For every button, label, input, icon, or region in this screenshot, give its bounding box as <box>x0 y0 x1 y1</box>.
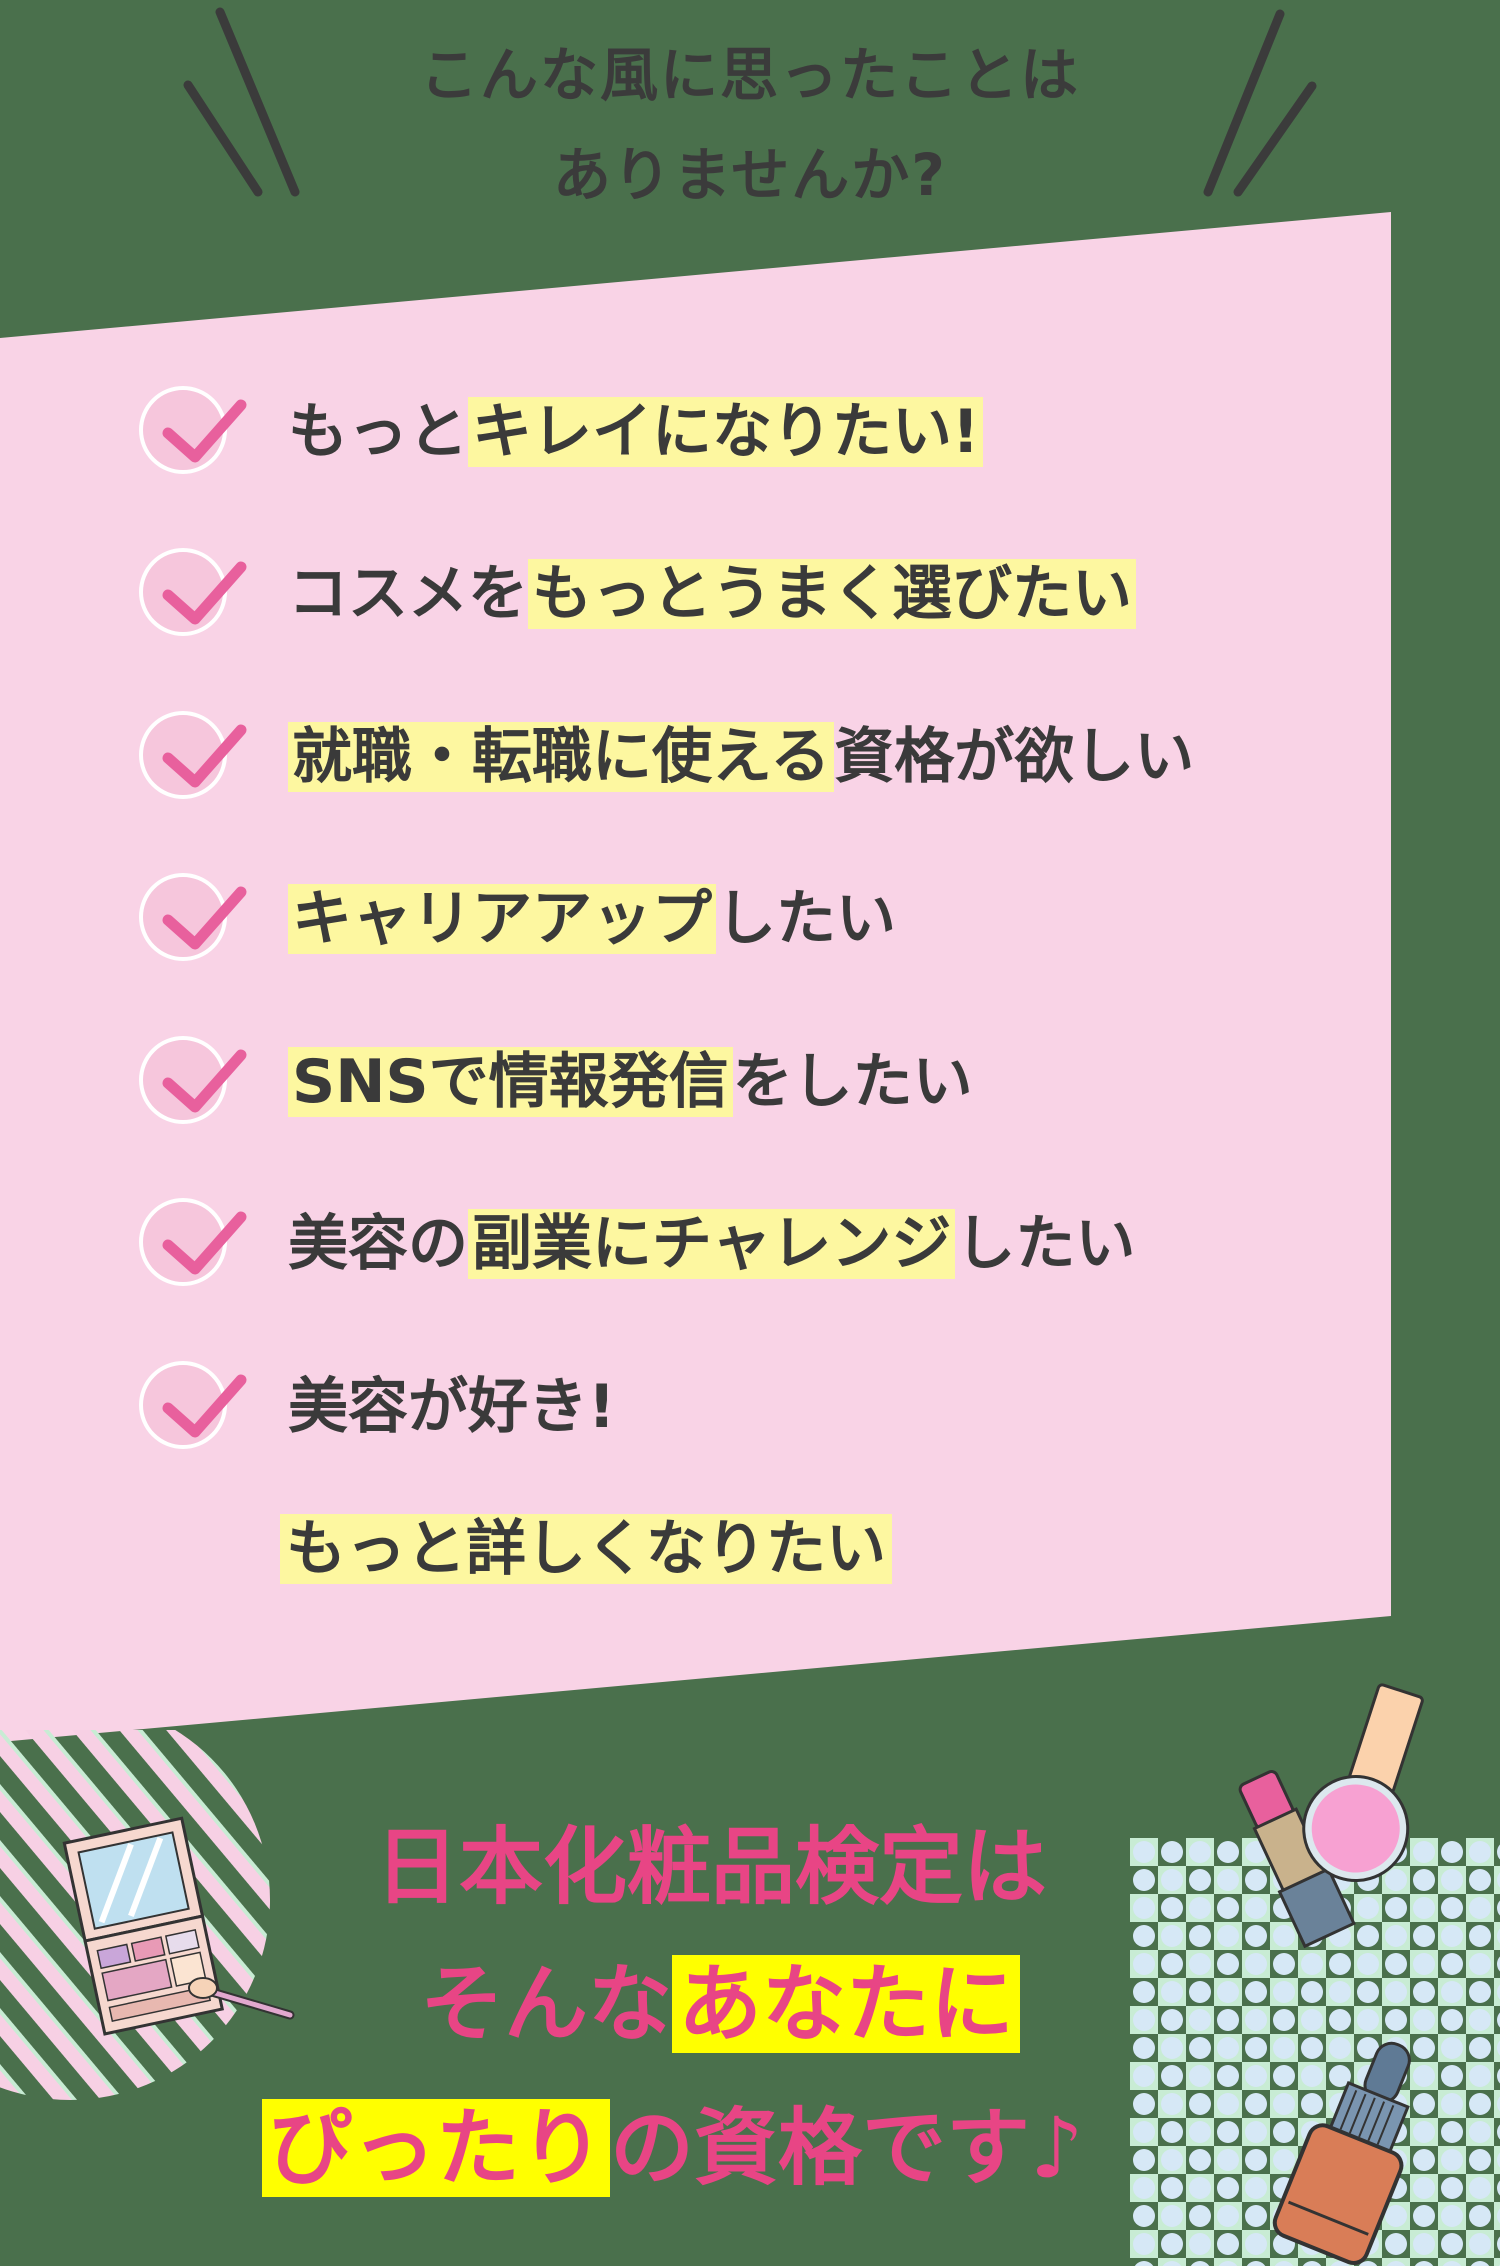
eyeshadow-palette-icon <box>62 1816 295 2036</box>
checklist-item-text: 就職・転職に使える資格が欲しい <box>288 718 1194 796</box>
checklist-item-text: 美容が好き! <box>288 1372 616 1442</box>
accent-line-right-1 <box>1203 9 1285 197</box>
check-circle-icon <box>139 873 247 961</box>
check-circle-icon <box>139 1361 247 1449</box>
lipstick-and-nail-polish-icon <box>1238 1683 1424 1949</box>
check-circle-icon <box>139 1036 247 1124</box>
checklist-item-text: もっとキレイになりたい! <box>288 393 984 471</box>
checklist-item-7-line2: もっと詳しくなりたい <box>280 1510 892 1588</box>
headline-line1: 日本化粧品検定は <box>375 1818 1048 1916</box>
check-circle-icon <box>139 711 247 799</box>
check-circle-icon <box>139 548 247 636</box>
header-title-line2: ありませんか? <box>553 141 947 209</box>
accent-line-left-1 <box>215 7 300 197</box>
header-accent-lines <box>183 7 1317 197</box>
checklist-item-text: SNSで情報発信をしたい <box>288 1043 973 1121</box>
serum-dropper-bottle-icon <box>1272 2041 1411 2265</box>
check-circle-icon <box>139 1198 247 1286</box>
headline-line3: ぴったりの資格です♪ <box>262 2096 1084 2200</box>
header-title-line1: こんな風に思ったことは <box>419 41 1080 109</box>
accent-line-right-2 <box>1233 81 1317 197</box>
checklist-item-text: コスメをもっとうまく選びたい <box>288 555 1136 633</box>
check-circle-icon <box>139 386 247 474</box>
checklist-item-text: キャリアアップしたい <box>288 880 896 958</box>
headline-line2: そんなあなたに <box>420 1952 1021 2056</box>
accent-line-left-2 <box>183 80 263 197</box>
checklist-item-text: 美容の副業にチャレンジしたい <box>288 1209 1136 1279</box>
